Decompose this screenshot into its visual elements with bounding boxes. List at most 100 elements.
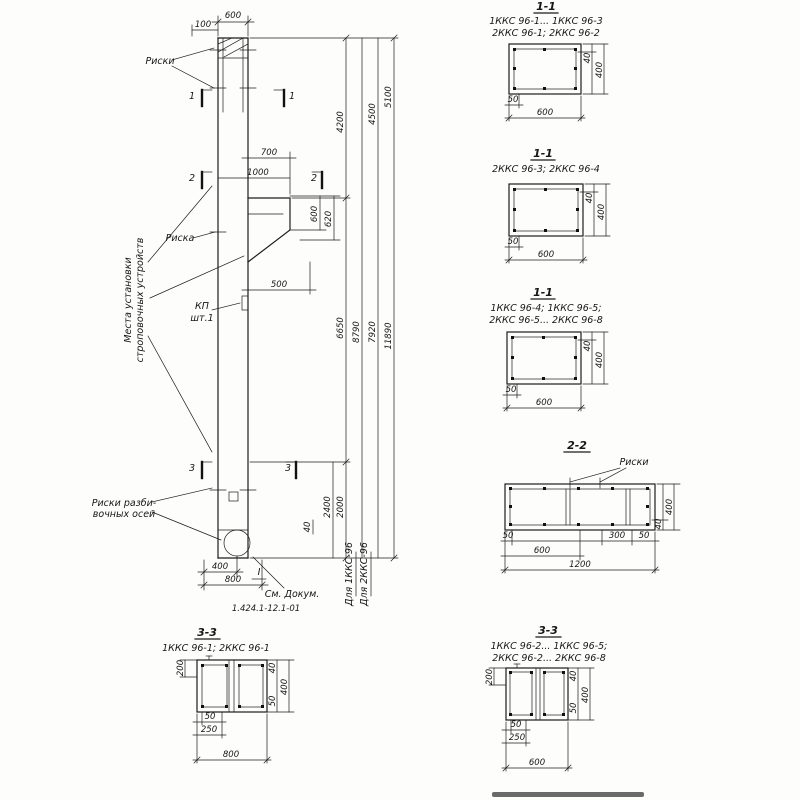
section6-dim-250: 250 — [509, 733, 525, 743]
dim-40-bottom: 40 — [303, 522, 313, 533]
section3-dim-50: 50 — [506, 385, 517, 395]
section5-dim-40: 40 — [268, 663, 278, 674]
section5-outline — [196, 659, 268, 713]
label-sling-line1: Места установки — [123, 257, 134, 342]
section-3-3-right: 3-3 1ККС 96-2... 1ККС 96-5; 2ККС 96-2...… — [485, 624, 608, 772]
dim-6650: 6650 — [336, 317, 346, 339]
dim-600-top: 600 — [225, 11, 241, 21]
label-riski-top: Риски — [145, 56, 174, 67]
section6-stirrup-right — [543, 671, 565, 716]
dim-700: 700 — [261, 148, 277, 158]
annotations: Риски Риска КП шт.1 Места установки стро… — [92, 47, 372, 614]
dim-2400: 2400 — [323, 496, 333, 518]
label-sling-line2: строповочных устройств — [135, 237, 146, 362]
section3-rebar — [511, 336, 577, 380]
section1-dim-400: 400 — [595, 62, 605, 78]
cut-label-3-left: 3 — [189, 463, 195, 474]
section5-dim-250: 250 — [201, 725, 217, 735]
dim-400-bottom: 400 — [212, 562, 228, 572]
section2-outline — [508, 183, 584, 237]
section-2-2: 2-2 Риски 50 300 50 600 1200 — [500, 439, 681, 574]
section-cut-marks: 1 1 2 2 3 3 — [189, 88, 324, 480]
section4-dim-40: 40 — [654, 519, 664, 530]
section5-dim-400: 400 — [280, 679, 290, 695]
label-riska: Риска — [166, 233, 195, 244]
section1-rebar — [513, 48, 577, 90]
dim-11890: 11890 — [384, 322, 394, 349]
section1-models-2: 2ККС 96-1; 2ККС 96-2 — [492, 28, 600, 39]
section4-rebar — [509, 487, 649, 526]
dim-500: 500 — [271, 280, 287, 290]
label-kp-qty: шт.1 — [190, 313, 213, 324]
section2-title: 1-1 — [533, 147, 553, 160]
label-doc-number: 1.424.1-12.1-01 — [232, 604, 300, 614]
dim-800-bottom: 800 — [225, 575, 241, 585]
section6-dim-200: 200 — [485, 669, 495, 685]
dim-7920: 7920 — [368, 321, 378, 343]
cut-label-2-right: 2 — [311, 173, 317, 184]
section6-models-1: 1ККС 96-2... 1ККС 96-5; — [491, 641, 608, 652]
section6-outline — [505, 667, 569, 721]
dim-1000: 1000 — [247, 168, 269, 178]
section4-dim-300: 300 — [609, 531, 625, 541]
cut-label-2-left: 2 — [189, 173, 195, 184]
section2-models-1: 2ККС 96-3; 2ККС 96-4 — [492, 164, 600, 175]
section1-outline — [508, 43, 582, 95]
dim-620: 620 — [324, 211, 334, 227]
section-1-1-b: 1-1 2ККС 96-3; 2ККС 96-4 50 600 40 400 — [492, 147, 611, 264]
section-3-3-left: 3-3 1ККС 96-1; 2ККС 96-1 200 50 250 — [162, 626, 295, 764]
section-1-1-a: 1-1 1ККС 96-1... 1ККС 96-3 2ККС 96-1; 2К… — [489, 0, 609, 122]
scrollbar-thumb[interactable] — [492, 792, 644, 797]
dim-4500: 4500 — [368, 103, 378, 125]
label-roman-one: I — [258, 567, 261, 578]
section1-dim-40: 40 — [583, 53, 593, 64]
section5-rebar — [201, 664, 264, 708]
section3-models-1: 1ККС 96-4; 1ККС 96-5; — [491, 303, 602, 314]
section4-inner-stirrups — [565, 488, 631, 526]
section6-stirrup-left — [509, 671, 533, 716]
cut-label-3-right: 3 — [285, 463, 291, 474]
cut-strokes — [200, 88, 324, 480]
section6-dim-400: 400 — [581, 687, 591, 703]
dim-2000: 2000 — [336, 496, 346, 518]
section5-dim-50: 50 — [205, 712, 216, 722]
main-dimensions: 600 100 700 1000 500 600 620 — [191, 11, 399, 591]
section6-dim-50-right: 50 — [569, 703, 579, 714]
column-elevation — [209, 37, 291, 559]
section4-dim-50-right: 50 — [639, 531, 650, 541]
label-for-1kkc: Для 1ККС-96 — [344, 542, 355, 607]
section4-dim-50-left: 50 — [503, 531, 514, 541]
section3-title: 1-1 — [533, 286, 553, 299]
section4-dim-400: 400 — [665, 499, 675, 515]
section5-models-1: 1ККС 96-1; 2ККС 96-1 — [162, 643, 270, 654]
section6-divider — [535, 667, 541, 721]
section2-dim-600: 600 — [538, 250, 554, 260]
dim-600-corbel: 600 — [310, 206, 320, 222]
section1-title: 1-1 — [536, 0, 556, 13]
section2-dim-40: 40 — [585, 193, 595, 204]
section-1-1-c: 1-1 1ККС 96-4; 1ККС 96-5; 2ККС 96-5... 2… — [489, 286, 609, 412]
dim-8790: 8790 — [352, 321, 362, 343]
section3-dim-40: 40 — [583, 341, 593, 352]
section3-dim-600: 600 — [536, 398, 552, 408]
section2-dim-50: 50 — [508, 237, 519, 247]
label-axes-line2: вочных осей — [93, 509, 155, 520]
section6-dim-40: 40 — [569, 671, 579, 682]
section1-models-1: 1ККС 96-1... 1ККС 96-3 — [489, 16, 603, 27]
section6-title: 3-3 — [538, 624, 558, 637]
section6-rebar — [509, 671, 565, 716]
section5-divider — [228, 659, 235, 713]
section5-stirrup-right — [238, 664, 264, 708]
section4-title: 2-2 — [567, 439, 587, 452]
section2-dim-400: 400 — [597, 204, 607, 220]
dim-5100: 5100 — [384, 86, 394, 108]
section6-dim-50: 50 — [511, 720, 522, 730]
section5-dim-50-right: 50 — [268, 696, 278, 707]
section5-title: 3-3 — [197, 626, 217, 639]
section5-stirrup-left — [201, 664, 228, 708]
embedded-parts — [228, 295, 249, 502]
section5-dim-200: 200 — [176, 660, 186, 676]
section4-dim-1200: 1200 — [569, 560, 591, 570]
